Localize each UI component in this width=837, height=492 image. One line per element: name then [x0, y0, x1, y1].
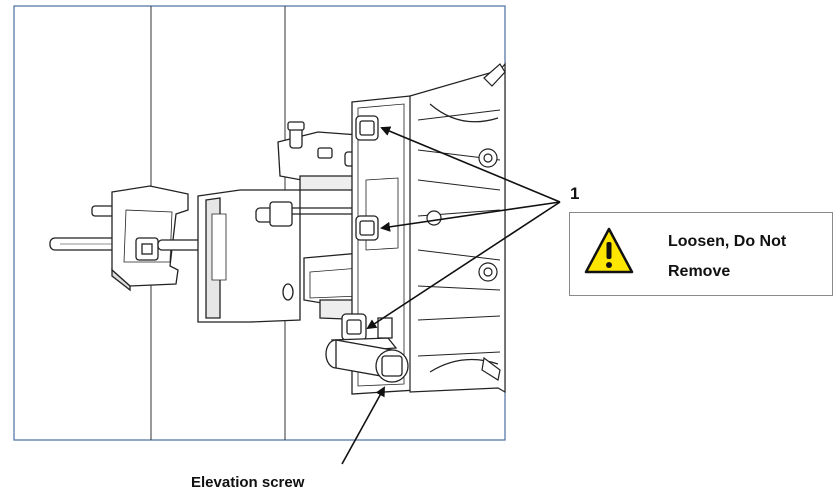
leader-line-top-bolt: [380, 126, 561, 203]
leader-line-lower-bolt: [366, 201, 561, 330]
pole-clamp: [49, 185, 219, 292]
leader-line-elevation-screw: [341, 386, 385, 465]
warning-triangle-icon: [584, 227, 634, 274]
elevation-screw-assembly: [325, 317, 409, 383]
elevation-screw-label: Elevation screw: [191, 474, 305, 491]
warning-text: Loosen, Do Not Remove: [668, 233, 787, 280]
leader-line-middle-bolt: [380, 201, 561, 232]
antenna-back: [409, 62, 506, 394]
leader-lines: [341, 126, 561, 465]
warning-callout-box: Loosen, Do Not Remove: [569, 212, 833, 296]
center-bracket: [197, 189, 370, 323]
callout-number: 1: [570, 184, 580, 203]
